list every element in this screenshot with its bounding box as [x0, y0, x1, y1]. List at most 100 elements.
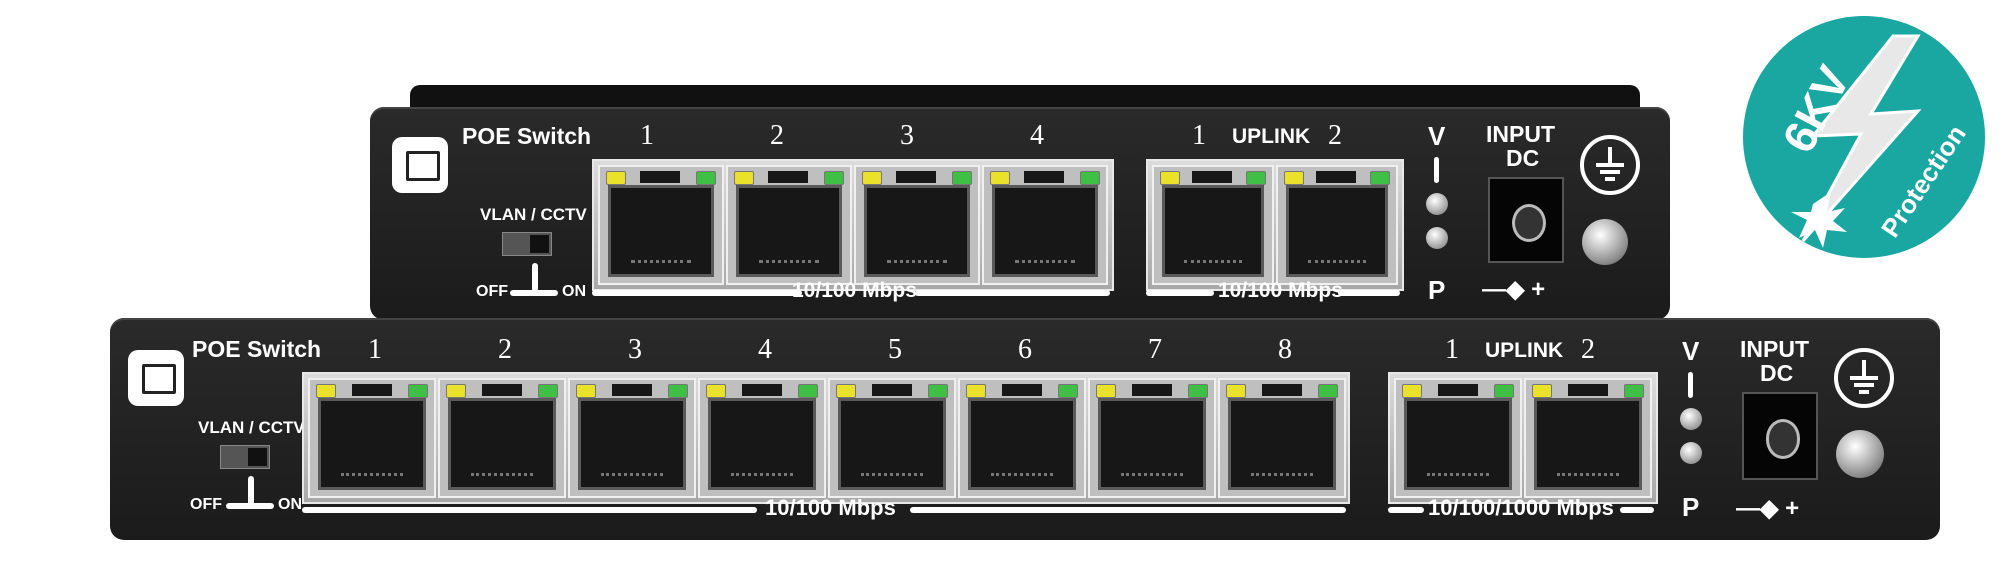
ethernet-port-3[interactable]	[568, 378, 696, 498]
port-number: 5	[888, 334, 902, 365]
ethernet-port-4[interactable]	[982, 165, 1108, 285]
p-label: P	[1428, 275, 1446, 305]
dc-power-jack[interactable]	[1488, 177, 1564, 263]
led-green	[408, 384, 428, 398]
polarity-label: —◆ +	[1482, 276, 1546, 303]
led-yellow	[836, 384, 856, 398]
dc-label: DC	[1760, 360, 1794, 386]
6kv-protection-badge: 6KV Protection	[1743, 16, 1985, 258]
p-label: P	[1682, 492, 1700, 522]
port-number: 4	[1030, 120, 1044, 151]
ground-screw	[1836, 430, 1884, 478]
uplink-speed-label: 10/100/1000 Mbps	[1428, 495, 1614, 520]
uplink-number-1: 1	[1192, 120, 1206, 151]
network-port-icon	[392, 137, 448, 193]
input-label: INPUT	[1486, 121, 1555, 147]
ethernet-port-8[interactable]	[1218, 378, 1346, 498]
ethernet-port-2[interactable]	[726, 165, 852, 285]
vlan-cctv-label: VLAN / CCTV	[198, 418, 305, 437]
ethernet-port-3[interactable]	[854, 165, 980, 285]
polarity-label: —◆ +	[1736, 495, 1800, 522]
led-green	[1494, 384, 1514, 398]
ethernet-port-1[interactable]	[598, 165, 724, 285]
led-green	[668, 384, 688, 398]
port-number: 2	[498, 334, 512, 365]
ethernet-port-1[interactable]	[308, 378, 436, 498]
vlan-cctv-switch[interactable]	[502, 232, 552, 256]
led-yellow	[734, 171, 754, 185]
uplink-speed-label: 10/100 Mbps	[1218, 279, 1343, 302]
uplink-speed-bar-right	[1620, 507, 1654, 513]
led-yellow	[576, 384, 596, 398]
uplink-number-1: 1	[1445, 334, 1459, 365]
ethernet-port-5[interactable]	[828, 378, 956, 498]
vlan-cctv-switch[interactable]	[220, 445, 270, 469]
switch-title: POE Switch	[192, 336, 322, 362]
led-yellow	[990, 171, 1010, 185]
speed-bar-right	[915, 290, 1110, 296]
switch-bracket-stem	[248, 476, 254, 506]
port-number: 1	[640, 120, 654, 151]
ethernet-port-7[interactable]	[1088, 378, 1216, 498]
p-led	[1426, 227, 1448, 249]
led-yellow	[1402, 384, 1422, 398]
led-green	[1188, 384, 1208, 398]
input-label: INPUT	[1740, 336, 1809, 362]
ethernet-port-2[interactable]	[438, 378, 566, 498]
uplink-speed-bar-left	[1146, 290, 1214, 296]
led-green	[824, 171, 844, 185]
switch-bracket	[226, 503, 274, 509]
led-yellow	[1160, 171, 1180, 185]
uplink-speed-bar-right	[1338, 290, 1400, 296]
led-green	[952, 171, 972, 185]
v-label: V	[1428, 121, 1446, 151]
speed-bar-right	[910, 507, 1346, 513]
uplink-label: UPLINK	[1485, 339, 1564, 362]
led-yellow	[1532, 384, 1552, 398]
led-yellow	[966, 384, 986, 398]
switch-bracket	[510, 290, 558, 296]
led-yellow	[446, 384, 466, 398]
led-green	[696, 171, 716, 185]
uplink-port-2[interactable]	[1276, 165, 1398, 285]
on-label: ON	[562, 283, 586, 300]
ethernet-port-4[interactable]	[698, 378, 826, 498]
led-yellow	[606, 171, 626, 185]
port-number: 7	[1148, 334, 1162, 365]
uplink-speed-bar-left	[1388, 507, 1424, 513]
ground-icon	[1834, 348, 1894, 408]
led-yellow	[316, 384, 336, 398]
dc-label: DC	[1506, 145, 1540, 171]
led-green	[928, 384, 948, 398]
v-indicator-line	[1688, 372, 1693, 398]
switch-bracket-stem	[532, 263, 538, 293]
port-number: 4	[758, 334, 772, 365]
ground-icon	[1580, 135, 1640, 195]
ground-screw	[1582, 219, 1628, 265]
uplink-number-2: 2	[1581, 334, 1595, 365]
large-poe-switch: POE Switch VLAN / CCTV OFF ON 1 2 3 4 5 …	[110, 300, 1940, 540]
led-yellow	[862, 171, 882, 185]
led-yellow	[1226, 384, 1246, 398]
ethernet-port-6[interactable]	[958, 378, 1086, 498]
led-yellow	[1096, 384, 1116, 398]
vlan-cctv-label: VLAN / CCTV	[480, 205, 587, 224]
off-label: OFF	[190, 496, 222, 513]
led-green	[798, 384, 818, 398]
off-label: OFF	[476, 283, 508, 300]
uplink-port-2[interactable]	[1524, 378, 1652, 498]
network-port-icon	[128, 350, 184, 406]
port-number: 6	[1018, 334, 1032, 365]
dc-power-jack[interactable]	[1742, 392, 1818, 480]
led-green	[538, 384, 558, 398]
port-number: 8	[1278, 334, 1292, 365]
lightning-icon	[1791, 34, 1922, 248]
on-label: ON	[278, 496, 302, 513]
led-green	[1246, 171, 1266, 185]
led-green	[1370, 171, 1390, 185]
uplink-port-1[interactable]	[1394, 378, 1522, 498]
v-led	[1426, 193, 1448, 215]
uplink-port-1[interactable]	[1152, 165, 1274, 285]
v-label: V	[1682, 336, 1700, 366]
port-speed-label: 10/100 Mbps	[765, 495, 896, 520]
